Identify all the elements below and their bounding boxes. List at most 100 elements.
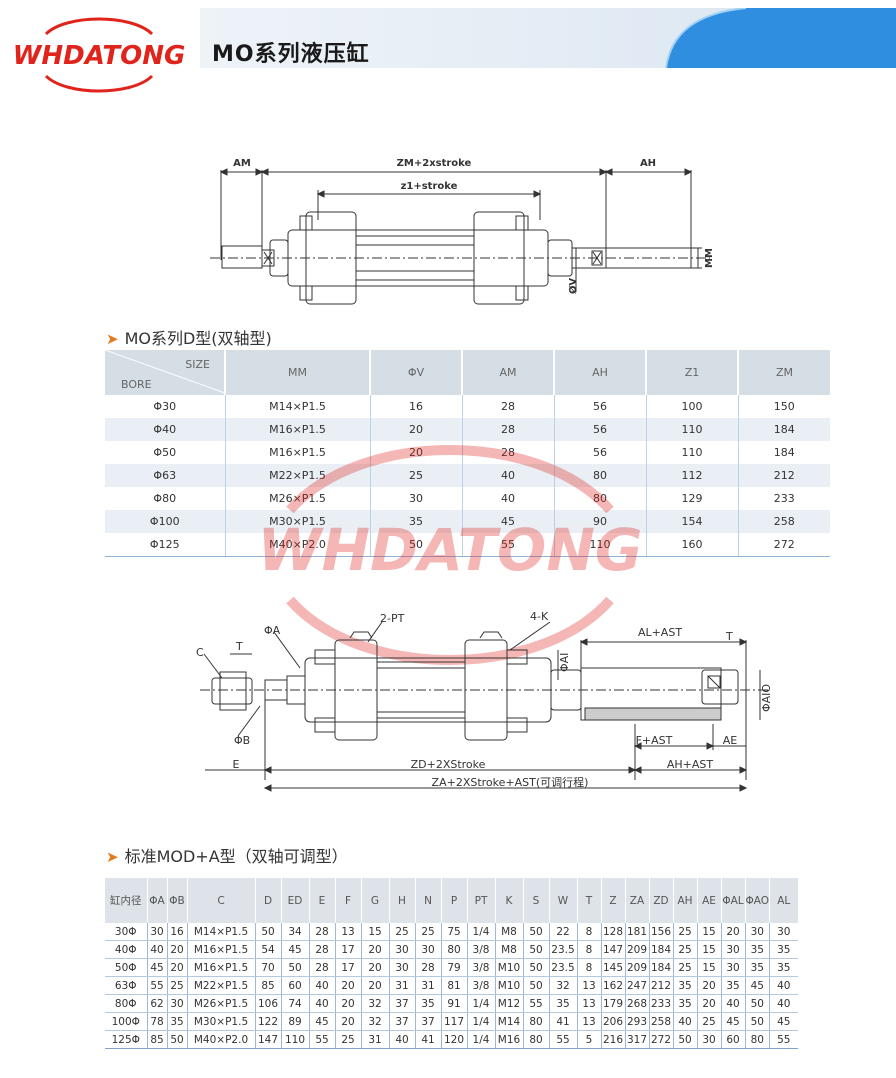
table-cell: 55 — [549, 1030, 578, 1049]
table-cell: 85 — [255, 976, 282, 995]
column-header: F — [335, 878, 362, 923]
table-cell: 35 — [549, 994, 578, 1013]
table-cell: 50 — [745, 994, 771, 1013]
brand-logo: WHDATONG — [13, 17, 185, 93]
column-header: D — [255, 878, 282, 923]
column-header: W — [549, 878, 578, 923]
column-header: AL — [769, 878, 798, 923]
table-cell: 40 — [309, 976, 336, 995]
table-cell: 50 — [523, 958, 550, 977]
table-cell: 5 — [577, 1030, 602, 1049]
table-cell: 35 — [673, 976, 698, 995]
table-cell: 55 — [523, 994, 550, 1013]
section-title-mod-a-type: ➤标准MOD+A型（双轴可调型） — [106, 843, 348, 867]
table-cell: 41 — [415, 1030, 442, 1049]
table-cell: 50 — [370, 533, 463, 557]
table-cell: 100 — [646, 395, 739, 418]
table-cell: 30 — [147, 923, 168, 941]
table-cell: 50 — [523, 923, 550, 941]
table-cell: 55 — [309, 1030, 336, 1049]
table-cell: 80 — [523, 1012, 550, 1031]
table-cell: 268 — [625, 994, 650, 1013]
table-cell: M16 — [495, 1030, 524, 1049]
table-cell: 23.5 — [549, 940, 578, 959]
dim-ah: AH — [640, 158, 656, 169]
table-cell: 90 — [554, 510, 647, 533]
table-cell: 37 — [415, 1012, 442, 1031]
page-title: MO系列液压缸 — [212, 42, 370, 67]
column-header: ΦAL — [721, 878, 746, 923]
table-cell: 80 — [554, 464, 647, 487]
table-cell: Φ125 — [105, 533, 226, 557]
dim-am: AM — [233, 158, 251, 169]
label-za: ZA+2XStroke+AST(可调行程) — [432, 776, 589, 789]
table-cell: 28 — [309, 923, 336, 941]
table-cell: 20 — [370, 418, 463, 441]
table-cell: 56 — [554, 395, 647, 418]
table-cell: 40 — [309, 994, 336, 1013]
table-cell: Φ50 — [105, 441, 226, 464]
table-cell: 20 — [335, 1012, 362, 1031]
table-cell: 50Φ — [105, 958, 148, 977]
table-cell: 54 — [255, 940, 282, 959]
table-cell: 293 — [625, 1012, 650, 1031]
table-cell: 317 — [625, 1030, 650, 1049]
corner-size: SIZE — [185, 358, 210, 371]
table-cell: 147 — [255, 1030, 282, 1049]
table-cell: 25 — [673, 940, 698, 959]
table-cell: 20 — [167, 958, 188, 977]
table-cell: 154 — [646, 510, 739, 533]
column-header: T — [577, 878, 602, 923]
table-cell: 40 — [147, 940, 168, 959]
table-cell: 145 — [601, 958, 626, 977]
column-header: S — [523, 878, 550, 923]
table-cell: M26×P1.5 — [225, 487, 371, 510]
column-header: ZM — [738, 350, 830, 395]
table-cell: 45 — [147, 958, 168, 977]
label-phiaio: ΦAIO — [760, 684, 773, 712]
table-cell: 30 — [415, 940, 442, 959]
table-cell: 79 — [441, 958, 468, 977]
table-cell: 156 — [649, 923, 674, 941]
table-cell: 3/8 — [467, 958, 496, 977]
label-f-ast: F+AST — [636, 734, 673, 747]
table-cell: M16×P1.5 — [225, 441, 371, 464]
table-cell: 30 — [721, 940, 746, 959]
table-cell: 13 — [577, 976, 602, 995]
table-cell: 110 — [281, 1030, 310, 1049]
table-cell: 1/4 — [467, 994, 496, 1013]
table-cell: 35 — [415, 994, 442, 1013]
table-cell: 110 — [554, 533, 647, 557]
table-cell: 28 — [309, 940, 336, 959]
table-cell: 56 — [554, 441, 647, 464]
table-cell: 20 — [361, 940, 390, 959]
label-phia: ΦA — [264, 624, 281, 637]
column-header: Z — [601, 878, 626, 923]
table-cell: 45 — [462, 510, 555, 533]
table-cell: 206 — [601, 1012, 626, 1031]
arrow-right-icon: ➤ — [106, 330, 119, 348]
table-cell: 41 — [549, 1012, 578, 1031]
table-cell: M10 — [495, 976, 524, 995]
table-cell: 160 — [646, 533, 739, 557]
table-cell: 112 — [646, 464, 739, 487]
table-cell: 62 — [147, 994, 168, 1013]
table-cell: 272 — [738, 533, 830, 557]
table-cell: 32 — [361, 994, 390, 1013]
table-cell: 184 — [738, 441, 830, 464]
table-cell: 28 — [309, 958, 336, 977]
table-cell: M8 — [495, 940, 524, 959]
table-cell: M16×P1.5 — [187, 940, 256, 959]
table-cell: 80 — [554, 487, 647, 510]
table-cell: M40×P2.0 — [225, 533, 371, 557]
table-cell: 28 — [462, 441, 555, 464]
table-cell: 75 — [441, 923, 468, 941]
table-cell: 31 — [361, 1030, 390, 1049]
table-cell: 20 — [361, 958, 390, 977]
table-cell: M30×P1.5 — [225, 510, 371, 533]
table-cell: 1/4 — [467, 1030, 496, 1049]
